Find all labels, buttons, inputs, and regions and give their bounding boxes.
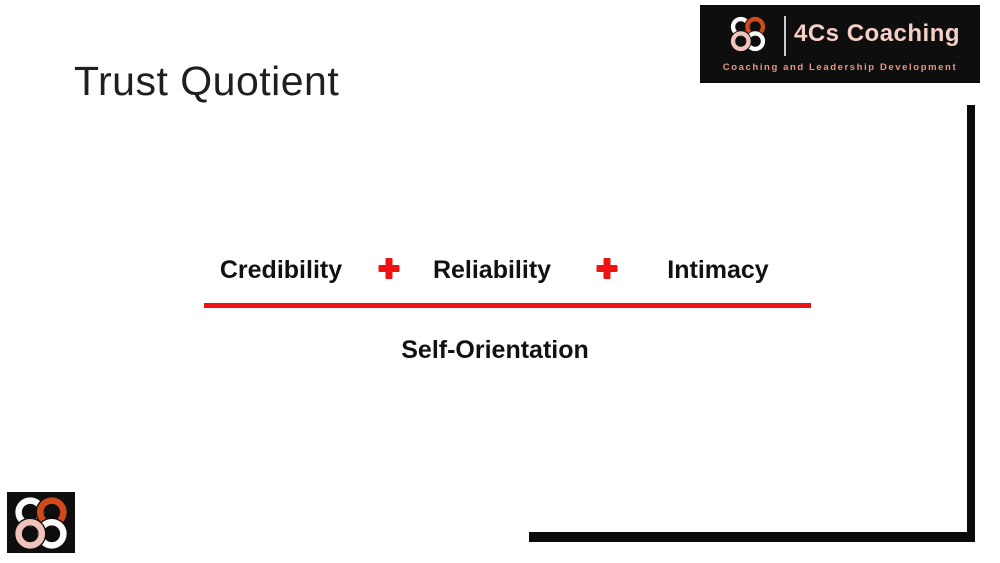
- brand-divider: [784, 16, 786, 56]
- clover-logo-icon: [730, 16, 766, 52]
- logo-tile: [7, 492, 75, 553]
- right-frame-bar: [967, 105, 975, 542]
- clover-logo-icon: [14, 495, 68, 550]
- fraction-divider-line: [204, 303, 811, 308]
- brand-name: 4Cs Coaching: [794, 20, 961, 47]
- page-title: Trust Quotient: [74, 58, 340, 104]
- formula-term-reliability: Reliability: [432, 256, 552, 284]
- formula-term-intimacy: Intimacy: [667, 256, 769, 284]
- formula-term-credibility: Credibility: [219, 256, 343, 284]
- bottom-frame-bar: [529, 532, 975, 542]
- brand-tagline: Coaching and Leadership Development: [722, 62, 958, 73]
- plus-icon: [378, 258, 400, 279]
- plus-icon: [596, 258, 618, 279]
- brand-banner: 4Cs Coaching Coaching and Leadership Dev…: [700, 5, 980, 83]
- formula-denominator: Self-Orientation: [401, 336, 589, 364]
